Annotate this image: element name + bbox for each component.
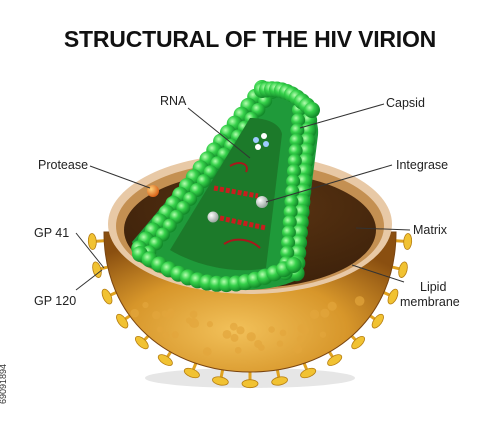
label-gp41: GP 41 (34, 226, 69, 240)
label-matrix: Matrix (413, 223, 447, 237)
label-lipid: Lipid (420, 280, 446, 294)
label-gp120: GP 120 (34, 294, 76, 308)
label-rna: RNA (160, 94, 186, 108)
label-protease: Protease (38, 158, 88, 172)
protease-particle (147, 185, 159, 197)
reverse-transcriptase-particle (208, 212, 219, 223)
label-integrase: Integrase (396, 158, 448, 172)
label-membrane: membrane (400, 295, 460, 309)
label-capsid: Capsid (386, 96, 425, 110)
stock-id: 69091894 (0, 364, 8, 404)
